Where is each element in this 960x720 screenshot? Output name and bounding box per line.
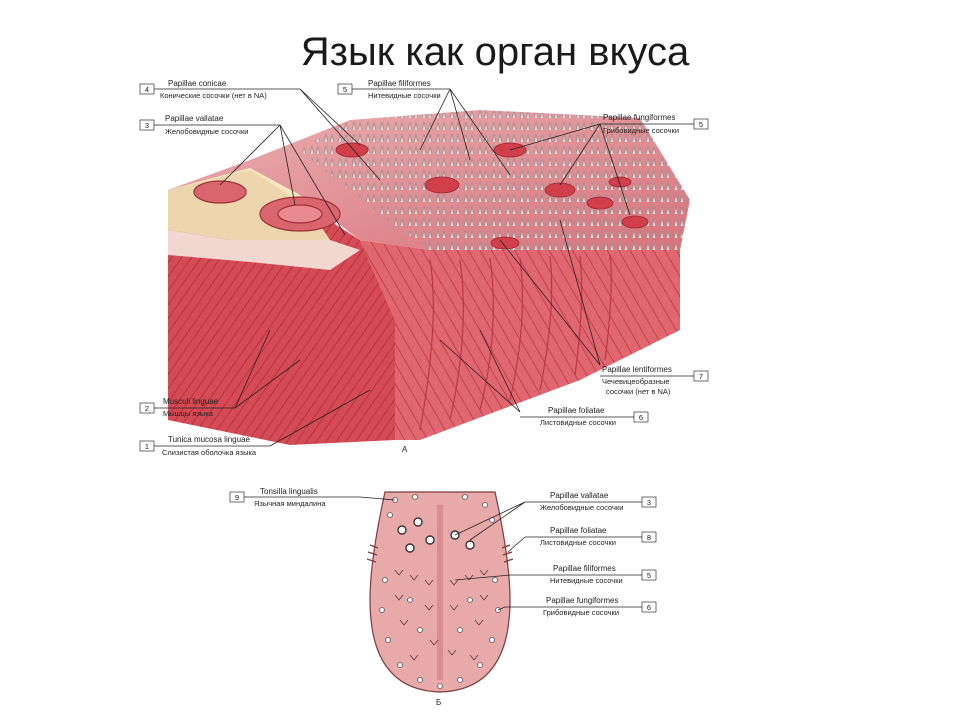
label-russian-line2: сосочки (нет в NA): [606, 387, 671, 396]
label-russian: Листовидные сосочки: [540, 418, 616, 427]
filiform-papillae-field: [300, 110, 690, 250]
label-russian: Листовидные сосочки: [540, 538, 616, 547]
figure-b-tongue: Б: [366, 491, 514, 707]
label-russian: Нитевидные сосочки: [550, 576, 623, 585]
label-russian: Язычная миндалина: [254, 499, 326, 508]
fungiform-papillae: [335, 142, 649, 250]
label-num: 6: [647, 603, 651, 612]
label-latin: Papillae filiformes: [553, 564, 616, 573]
label-latin: Papillae foliatae: [548, 406, 605, 415]
cut-face-mucosa-band: [168, 230, 360, 270]
fungiform-dots: [379, 494, 501, 689]
label-latin: Tunica mucosa linguae: [168, 435, 251, 444]
label-latin: Papillae fungiformes: [546, 596, 618, 605]
label-num: 2: [145, 404, 149, 413]
label-russian: Желобовидные сосочки: [165, 127, 248, 136]
label-num: 4: [145, 85, 149, 94]
label-num: 1: [145, 442, 149, 451]
filiform-marks: [394, 569, 489, 661]
figure-a-labels: 4 Papillae conicae Конические сосочки (н…: [139, 79, 709, 457]
label-russian: Грибовидные сосочки: [543, 608, 619, 617]
label-russian: Желобовидные сосочки: [540, 503, 623, 512]
slide-title: Язык как орган вкуса: [300, 30, 690, 74]
label-russian: Мышцы языка: [163, 409, 214, 418]
figure-b-labels: 9 Tonsilla lingualis Язычная миндалина 3…: [229, 487, 657, 617]
label-latin: Papillae vallatae: [165, 114, 224, 123]
label-russian: Конические сосочки (нет в NA): [160, 91, 267, 100]
label-num: 3: [647, 498, 651, 507]
panel-letter-b: Б: [436, 698, 441, 707]
foliate-ridges-right: [501, 544, 514, 563]
label-num: 5: [699, 120, 703, 129]
label-russian: Грибовидные сосочки: [603, 126, 679, 135]
figure-a-block: А: [168, 110, 690, 454]
label-latin: Papillae foliatae: [550, 526, 607, 535]
label-num: 7: [699, 372, 703, 381]
label-russian: Нитевидные сосочки: [368, 91, 441, 100]
label-latin: Musculi linguae: [163, 397, 219, 406]
vallate-papillae-row: [397, 517, 475, 553]
label-num: 8: [647, 533, 651, 542]
label-latin: Tonsilla lingualis: [260, 487, 318, 496]
label-num: 3: [145, 121, 149, 130]
vallate-papillae: [193, 180, 341, 232]
foliate-ridges-left: [366, 544, 379, 563]
label-russian: Чечевицеобразные: [602, 377, 669, 386]
label-num: 9: [235, 493, 239, 502]
panel-letter-a: А: [402, 445, 408, 454]
label-latin: Papillae filiformes: [368, 79, 431, 88]
label-latin: Papillae lentiformes: [602, 365, 672, 374]
label-num: 6: [639, 413, 643, 422]
label-num: 5: [343, 85, 347, 94]
label-latin: Papillae vallatae: [550, 491, 609, 500]
label-latin: Papillae conicae: [168, 79, 227, 88]
label-latin: Papillae fungiformes: [603, 113, 675, 122]
label-russian: Слизистая оболочка языка: [162, 448, 257, 457]
foliate-folds: [419, 254, 612, 431]
label-num: 5: [647, 571, 651, 580]
